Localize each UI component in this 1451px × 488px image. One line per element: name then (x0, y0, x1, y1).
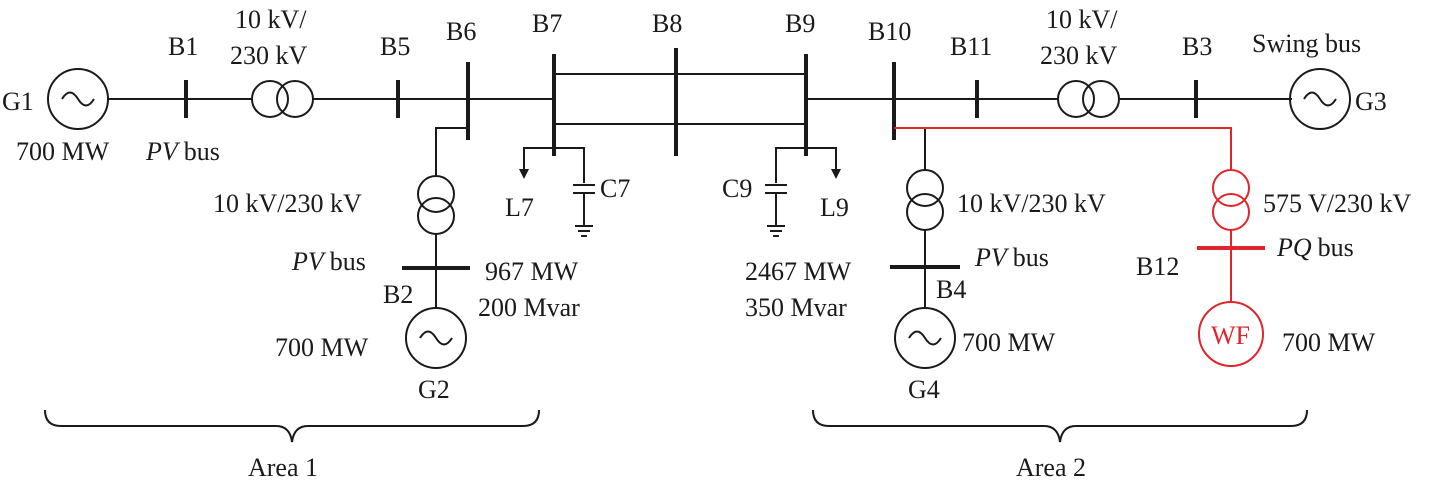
g4-label: G4 (908, 375, 940, 404)
bus-b7-label: B7 (532, 9, 562, 38)
load-l7-p: 967 MW (485, 257, 579, 286)
g4-power: 700 MW (962, 328, 1056, 357)
bus-b4-label: B4 (936, 275, 966, 304)
t3-label-line2: 230 kV (1040, 41, 1118, 70)
g1-label: G1 (2, 87, 34, 116)
g3-bus-type: Swing bus (1252, 29, 1361, 58)
load-l9-label: L9 (820, 193, 849, 222)
transformer-t5 (1212, 169, 1250, 231)
t4-label: 10 kV/230 kV (957, 189, 1106, 218)
transformer-t4 (906, 169, 944, 231)
load-l7-q: 200 Mvar (478, 293, 580, 322)
bus-b1-label: B1 (168, 32, 198, 61)
bus-b5-label: B5 (380, 32, 410, 61)
line-b9-l9 (806, 147, 841, 179)
capacitor-c7 (573, 184, 595, 237)
capacitor-c9-label: C9 (722, 174, 752, 203)
bus-b12-label: B12 (1136, 252, 1179, 281)
line-b10-t4 (894, 127, 926, 170)
bus-b6-label: B6 (446, 17, 476, 46)
transformer-t2 (417, 175, 455, 235)
area1-brace (44, 409, 540, 443)
t1-label-line2: 230 kV (230, 41, 308, 70)
g2-power: 700 MW (275, 333, 369, 362)
bus-b8-label: B8 (652, 9, 682, 38)
b1-bus-type-letters: PV (145, 137, 181, 166)
b12-bus-word: bus (1318, 233, 1354, 262)
bus-b9-label: B9 (785, 9, 815, 38)
bus-b3-label: B3 (1182, 32, 1212, 61)
bus-b2-label: B2 (383, 280, 413, 309)
generator-g1 (47, 68, 109, 130)
b1-bus-word: bus (184, 137, 220, 166)
b4-bus-word: bus (1013, 243, 1049, 272)
transformer-t1 (251, 80, 314, 118)
b4-bus-type-letters: PV (974, 243, 1010, 272)
b2-bus-type-letters: PV (291, 247, 327, 276)
generator-g2 (405, 307, 467, 369)
line-b6-t2 (435, 127, 468, 176)
load-l7-label: L7 (505, 193, 534, 222)
wf-power: 700 MW (1282, 328, 1376, 357)
g1-power: 700 MW (16, 137, 110, 166)
bus-b11-label: B11 (950, 32, 992, 61)
wind-farm-wf (1198, 301, 1264, 367)
area2-brace (812, 409, 1308, 443)
area1-label: Area 1 (248, 453, 318, 482)
line-b9-c9 (775, 147, 806, 183)
capacitor-c7-label: C7 (600, 174, 630, 203)
g3-label: G3 (1355, 87, 1387, 116)
g2-label: G2 (418, 375, 450, 404)
generator-g4 (894, 307, 956, 369)
t3-label-line1: 10 kV/ (1046, 5, 1118, 34)
load-l9-p: 2467 MW (745, 257, 852, 286)
generator-g3 (1289, 68, 1351, 130)
t5-label: 575 V/230 kV (1263, 189, 1412, 218)
line-b10-t5 (894, 127, 1232, 170)
t1-label-line1: 10 kV/ (235, 5, 307, 34)
transformer-t3 (1057, 80, 1120, 118)
bus-b10-label: B10 (868, 17, 911, 46)
line-b7-c7 (554, 147, 585, 183)
b12-bus-type-letters: PQ (1276, 233, 1312, 262)
wf-label: WF (1211, 321, 1250, 350)
area2-label: Area 2 (1016, 453, 1086, 482)
b2-bus-word: bus (330, 247, 366, 276)
t2-label: 10 kV/230 kV (213, 189, 362, 218)
load-l9-q: 350 Mvar (745, 293, 847, 322)
line-b7-l7 (519, 147, 554, 179)
capacitor-c9 (765, 184, 787, 237)
